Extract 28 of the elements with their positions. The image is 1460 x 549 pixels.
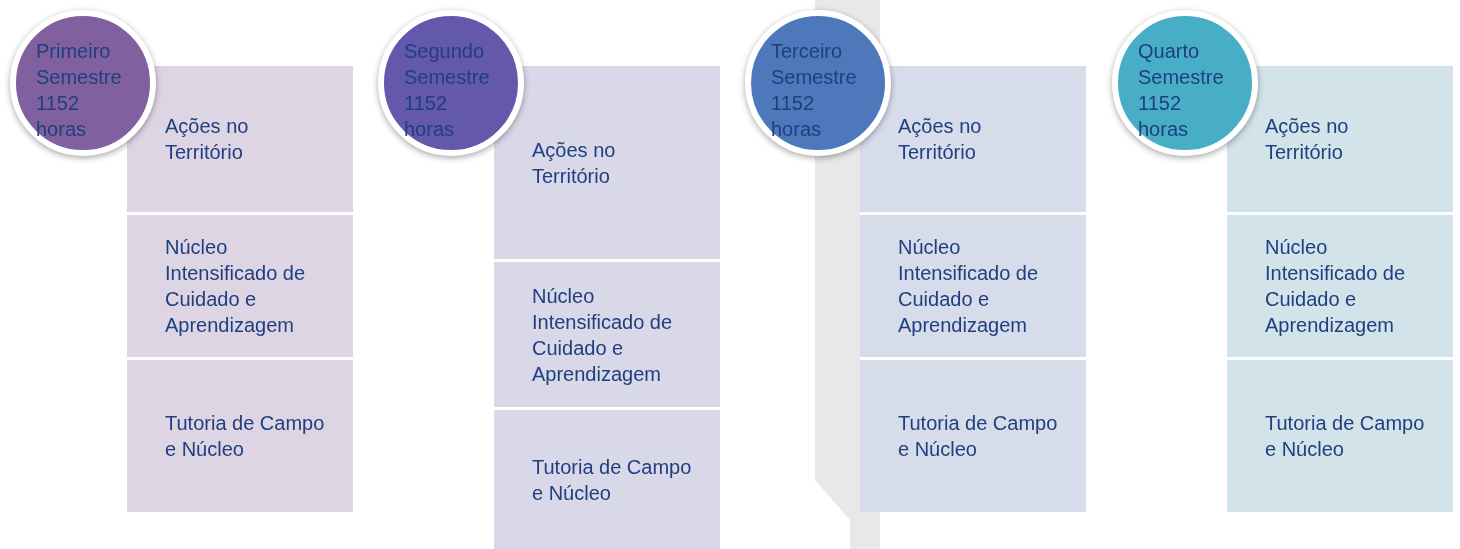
module-box <box>860 66 1086 215</box>
module-label: Núcleo Intensificado de Cuidado e Aprendizagem <box>1265 235 1407 338</box>
semester-label: Primeiro Semestre 1152 horas <box>36 39 123 142</box>
module-box <box>127 215 353 360</box>
semester-label: Segundo Semestre 1152 horas <box>404 39 491 142</box>
module-label: Ações no Território <box>532 137 617 189</box>
module-box <box>860 215 1086 360</box>
module-box <box>494 262 720 410</box>
module-label: Tutoria de Campo e Núcleo <box>532 454 693 506</box>
module-label: Tutoria de Campo e Núcleo <box>1265 411 1426 462</box>
module-box <box>1227 215 1453 360</box>
semester-label: Terceiro Semestre 1152 horas <box>771 39 858 142</box>
module-label: Núcleo Intensificado de Cuidado e Aprendizagem <box>165 235 307 338</box>
module-box <box>127 66 353 215</box>
module-label: Tutoria de Campo e Núcleo <box>898 411 1059 462</box>
module-label: Ações no Território <box>165 114 250 165</box>
module-label: Núcleo Intensificado de Cuidado e Aprendizagem <box>898 235 1040 338</box>
semester-label: Quarto Semestre 1152 horas <box>1138 39 1225 142</box>
module-box <box>1227 360 1453 512</box>
module-box <box>1227 66 1453 215</box>
module-label: Ações no Território <box>1265 114 1350 165</box>
module-box <box>494 66 720 262</box>
module-label: Ações no Território <box>898 114 983 165</box>
module-label: Tutoria de Campo e Núcleo <box>165 411 326 462</box>
module-label: Núcleo Intensificado de Cuidado e Aprendizagem <box>532 283 674 387</box>
module-box <box>494 410 720 549</box>
module-box <box>860 360 1086 512</box>
module-box <box>127 360 353 512</box>
